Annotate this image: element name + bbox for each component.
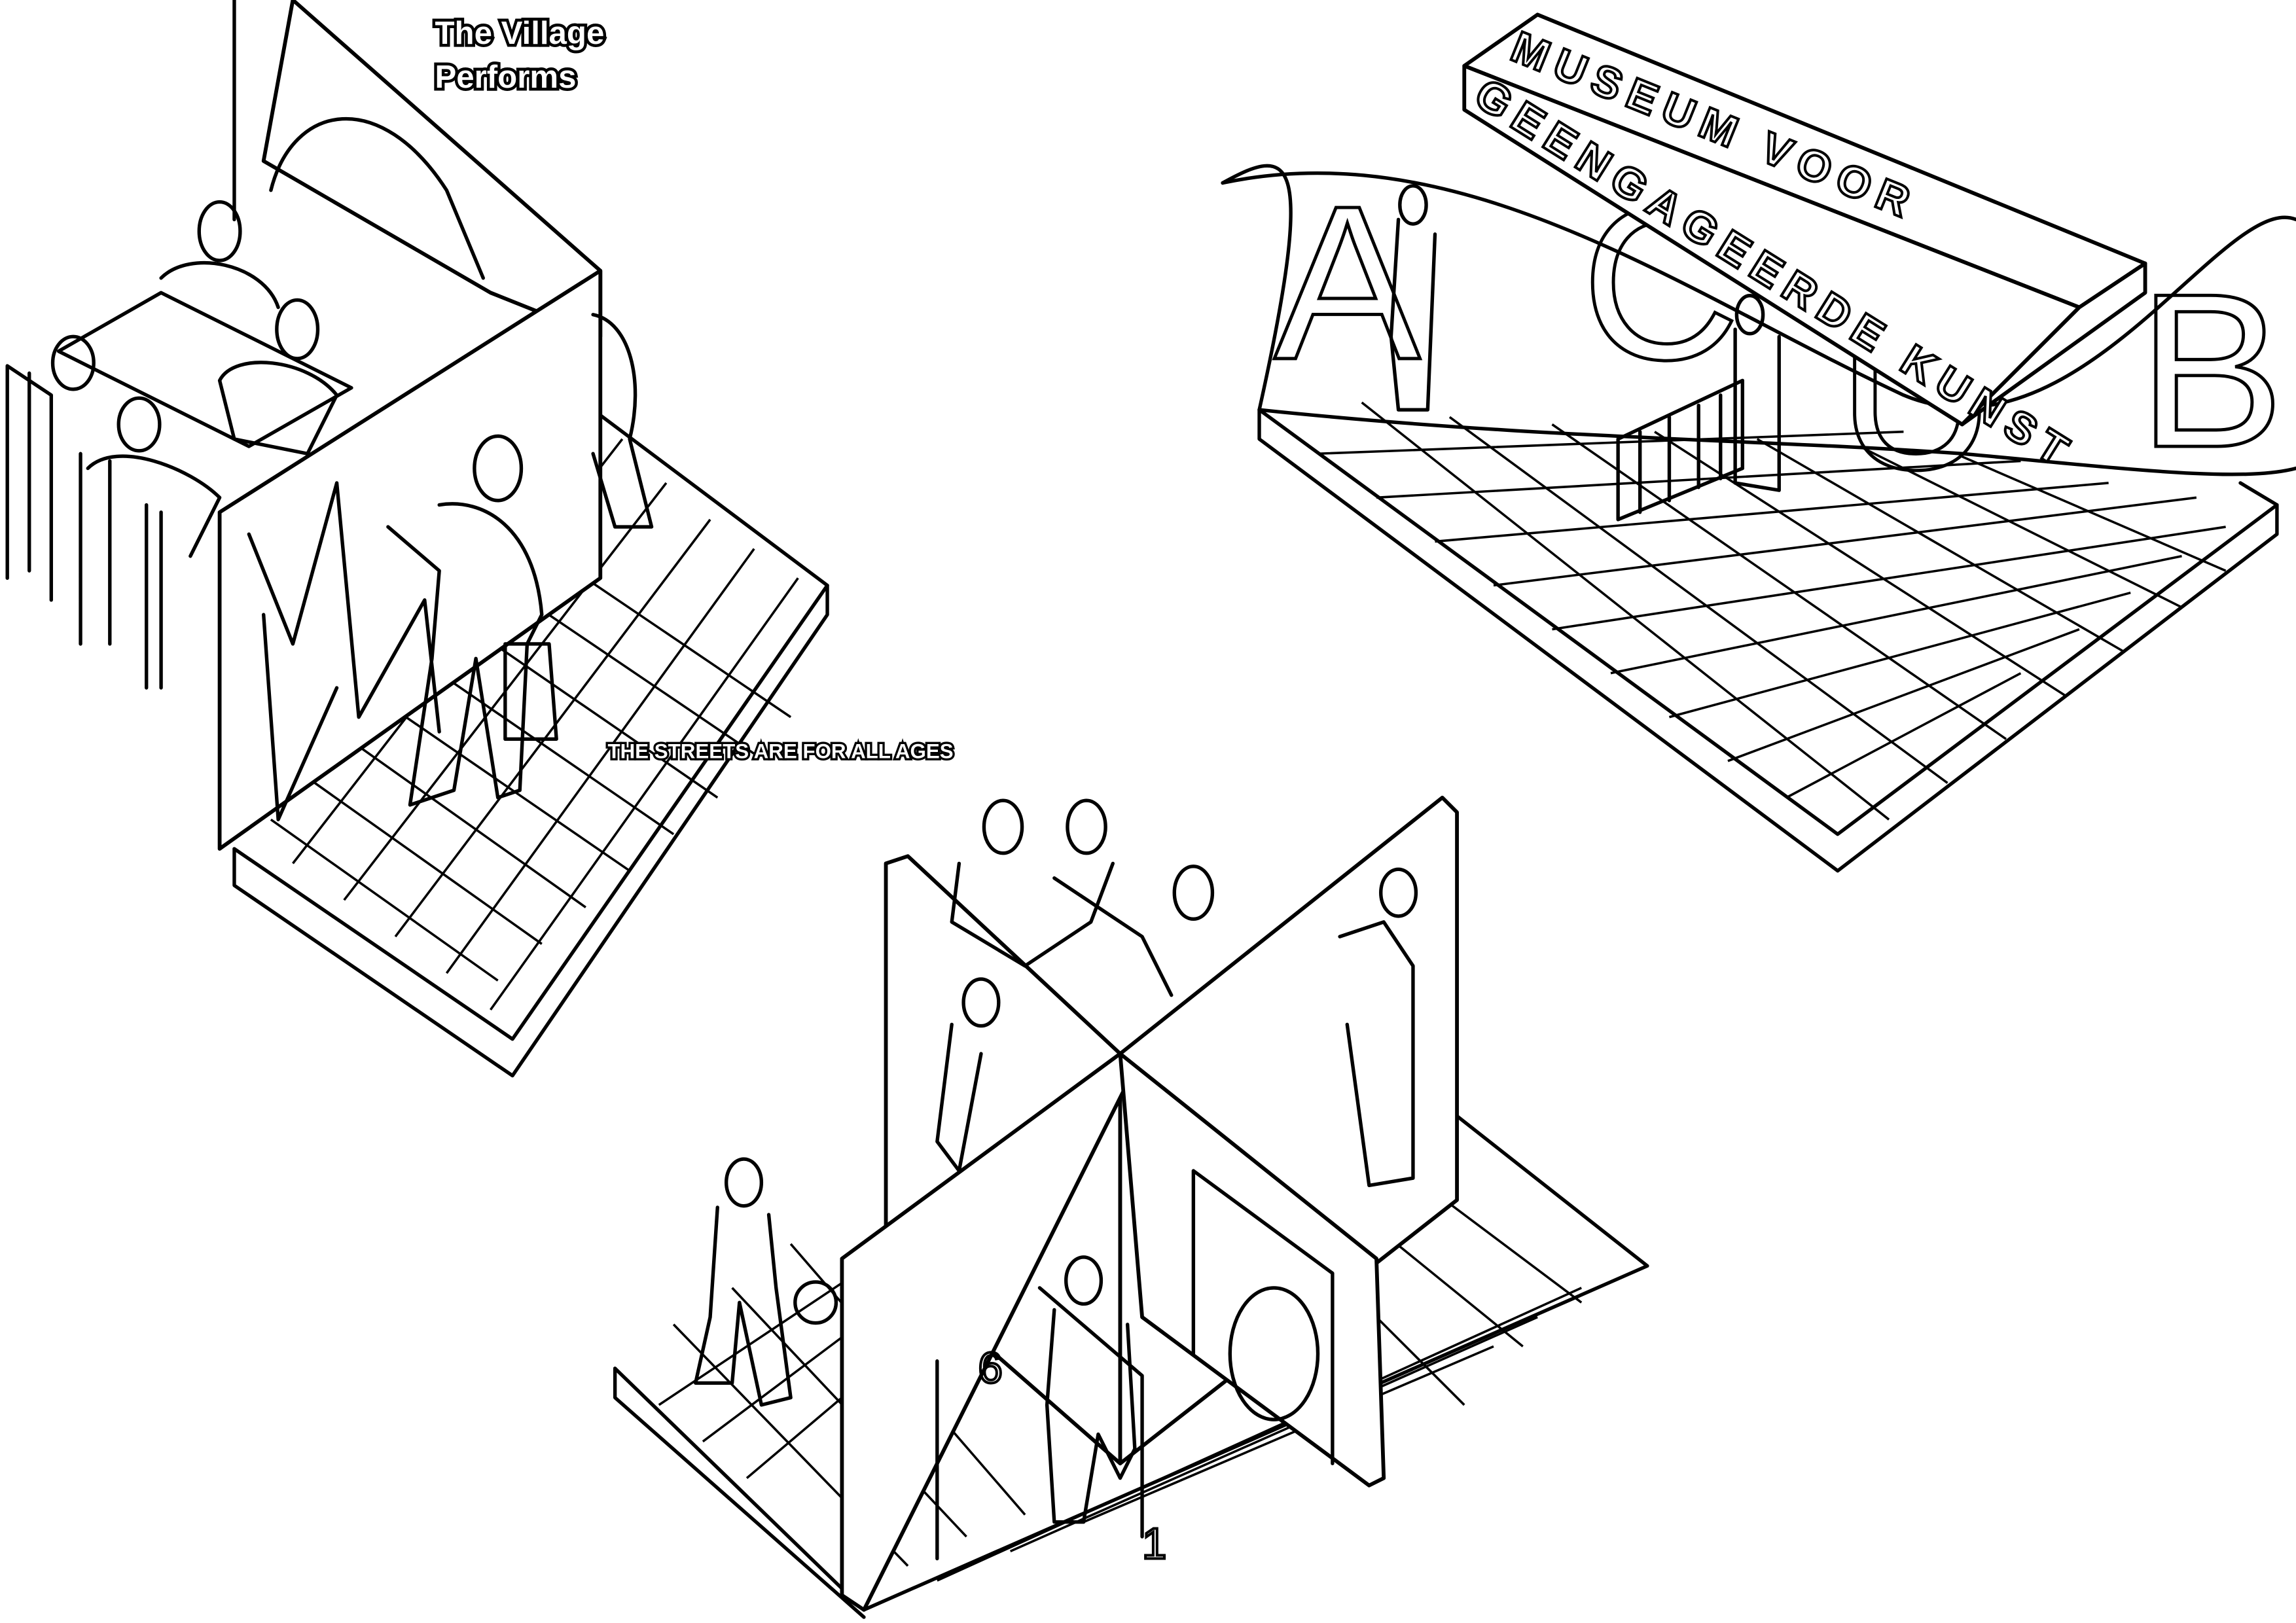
sketch-line [1361,401,2227,821]
person-standing [1389,217,1437,412]
person-walking [694,1205,793,1407]
wall-letter: B [2138,248,2284,493]
museum-scene: A C U B MUSEUM VOOR GEENGAGEERDE KUNST [1221,12,2296,873]
person-head [275,298,320,361]
wall-opening-right [1191,1169,1335,1465]
streets-caption: THE STREETS ARE FOR ALL AGES [607,740,953,762]
platform-top [232,408,829,1041]
cross-wall-front-left [840,1052,1137,1612]
person-head [1734,294,1765,336]
cross-platform-top [613,1073,1649,1612]
person-head [197,200,242,262]
museum-floor-grid [1318,401,2227,821]
person-standing [1733,327,1781,492]
standing-person [386,502,544,807]
person-walking-away [1045,1308,1137,1524]
group-of-people [950,861,1174,997]
person-head [117,396,162,453]
person-behind-wall [591,313,654,529]
person-at-wall [1338,920,1415,1188]
village-title-line1: The Village [435,15,604,51]
graffiti-lines [247,481,441,821]
crowd-barrier [1616,378,1745,522]
wall-opening-left [935,1286,1144,1561]
person-head [1379,867,1418,918]
village-scene: The Village Performs [5,0,829,1078]
sketch-line [270,562,792,982]
curved-wall-top [1221,171,2296,409]
wall-letter: A [1274,160,1421,406]
table [56,291,353,448]
floor-number: 1 [1142,1520,1166,1569]
graffiti-wall [217,268,603,851]
sign-side-face [1960,261,2147,427]
shopping-bag [503,642,558,741]
curved-wall-left [1221,164,1293,412]
curved-wall-base [1257,408,2296,476]
person-head [961,977,1001,1028]
floor-number: 6 [978,1344,1002,1393]
cross-platform-edge [613,1366,866,1619]
person-head [1172,865,1215,921]
person-leaning [935,1022,983,1173]
sketch-line [1318,430,2226,799]
person-head [1064,1255,1103,1306]
person-head [724,1157,764,1208]
person-head [473,434,524,503]
person-head [50,334,96,391]
museum-platform-top [1257,408,2279,836]
ball [793,1280,838,1325]
platform-edge [232,583,829,1078]
person-head [982,798,1024,855]
museum-platform-edge [1257,408,2279,873]
machine [1228,1286,1320,1421]
person-head [1066,798,1107,855]
arch-niche [269,117,485,280]
person-head [1398,184,1428,226]
seated-people [86,261,339,558]
village-title-line2: Performs [435,59,576,95]
streets-scene: THE STREETS ARE FOR ALL AGES 6 1 [605,738,1649,1619]
cross-wall-front-right [1118,1052,1386,1488]
chairs [5,364,163,690]
